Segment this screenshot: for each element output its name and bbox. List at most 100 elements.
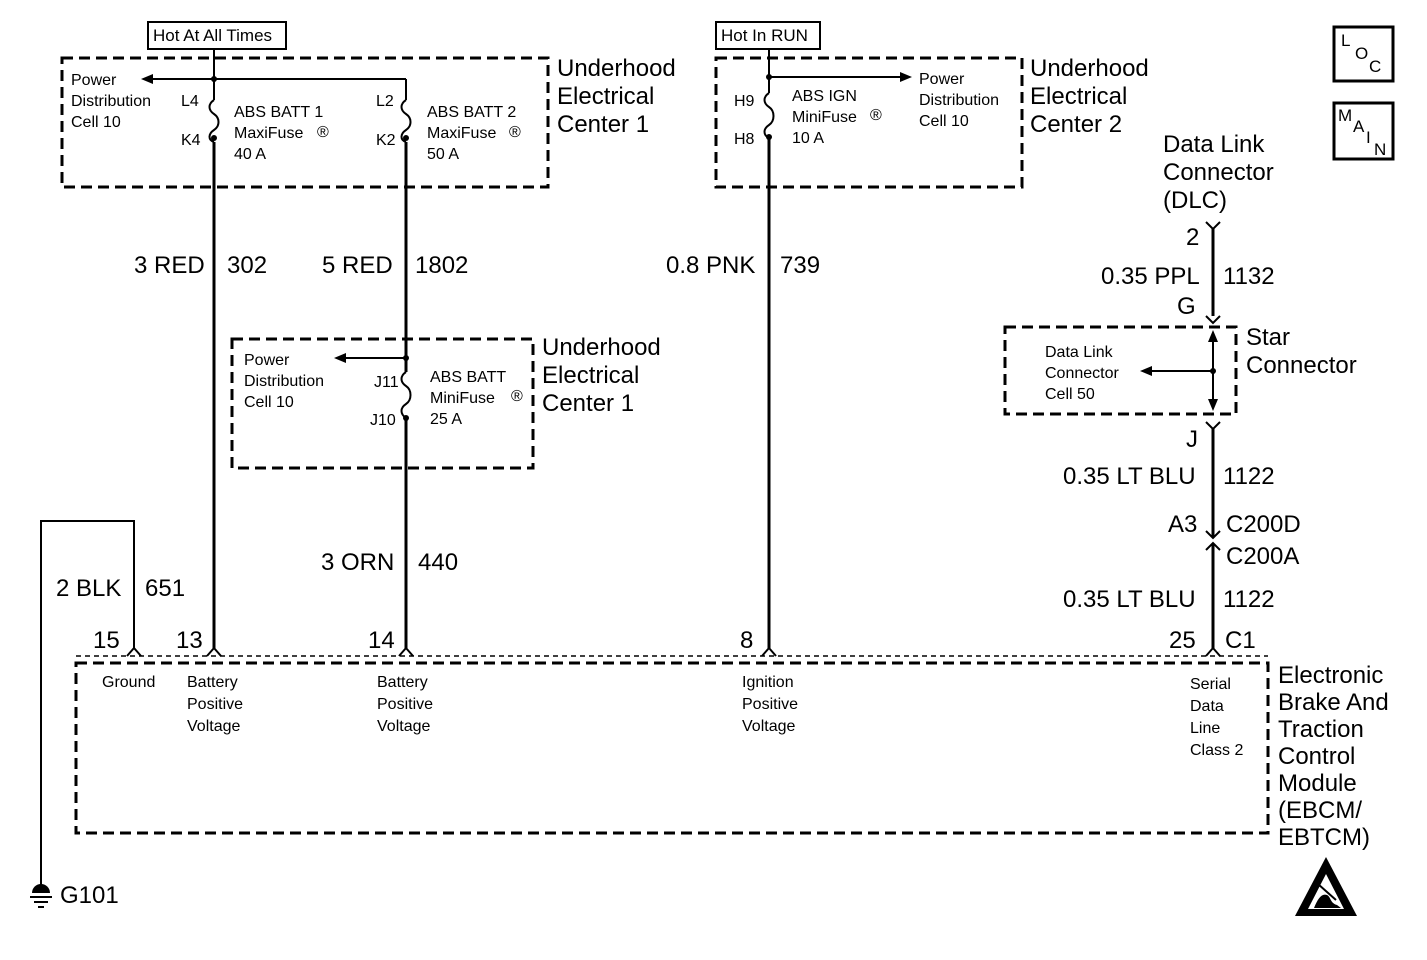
arrow-left-icon bbox=[334, 353, 346, 363]
module-pin-14: 14 Battery Positive Voltage bbox=[368, 627, 437, 735]
svg-text:®: ® bbox=[511, 388, 523, 405]
svg-text:5 RED: 5 RED bbox=[322, 252, 393, 279]
svg-text:0.8 PNK: 0.8 PNK bbox=[666, 252, 755, 279]
svg-text:Star Connector: Star Connector bbox=[1246, 324, 1357, 379]
svg-text:H8: H8 bbox=[734, 131, 755, 148]
svg-text:1132: 1132 bbox=[1223, 263, 1275, 290]
svg-text:C1: C1 bbox=[1225, 627, 1256, 654]
svg-text:Serial Data Li: Serial Data Line Class 2 bbox=[1190, 676, 1243, 759]
main-button[interactable]: M A I N bbox=[1332, 101, 1395, 161]
wire-1122-upper: 0.35 LT BLU 1122 bbox=[1063, 429, 1275, 538]
abs-batt-minifuse: J11 J10 ABS BATT MiniFuse 25 A ® bbox=[370, 369, 523, 429]
arrow-up-icon bbox=[1208, 330, 1218, 342]
svg-text:A: A bbox=[1353, 117, 1365, 136]
wire-651: 2 BLK 651 bbox=[40, 520, 185, 886]
svg-text:L2: L2 bbox=[376, 93, 394, 110]
arrow-right-icon bbox=[900, 72, 912, 82]
power-distribution-reference: Power Distribution Cell 10 bbox=[919, 71, 1003, 130]
svg-text:K4: K4 bbox=[181, 132, 201, 149]
ground-icon bbox=[30, 884, 52, 908]
svg-text:I: I bbox=[1366, 128, 1371, 147]
svg-text:440: 440 bbox=[418, 549, 458, 576]
svg-text:739: 739 bbox=[780, 252, 820, 279]
svg-text:ABS BATT 2 MaxiFuse: ABS BATT 2 MaxiFuse 50 A bbox=[427, 104, 521, 163]
module-pin-25: 25 Serial Data Line Class 2 bbox=[1169, 627, 1243, 759]
svg-text:ABS BATT MiniFuse: ABS BATT MiniFuse 25 A bbox=[430, 369, 510, 428]
svg-text:Data Link Connector: Data Link Connector (DLC) bbox=[1163, 131, 1280, 214]
svg-text:H9: H9 bbox=[734, 93, 755, 110]
power-distribution-reference: Power Distribution Cell 10 bbox=[71, 72, 155, 131]
wire-302: 3 RED 302 bbox=[134, 142, 267, 648]
svg-text:Hot At All Times: Hot At All Times bbox=[153, 26, 272, 45]
wire-739: 0.8 PNK 739 bbox=[666, 138, 820, 648]
star-connector: Star Connector Data Link Connector Cell … bbox=[1003, 315, 1357, 453]
svg-text:1802: 1802 bbox=[415, 252, 468, 279]
wire-1122-lower: 0.35 LT BLU 1122 bbox=[1063, 543, 1275, 648]
svg-text:2: 2 bbox=[1186, 224, 1199, 251]
underhood-electrical-center-1-top: Underhood Electrical Center 1 Power Dist… bbox=[60, 55, 682, 189]
svg-text:13: 13 bbox=[176, 627, 203, 654]
svg-text:8: 8 bbox=[740, 627, 753, 654]
svg-text:ABS IGN MiniFuse: ABS IGN MiniFuse 10 A bbox=[792, 88, 861, 147]
svg-text:0.35 LT BLU: 0.35 LT BLU bbox=[1063, 463, 1196, 490]
arrow-left-icon bbox=[141, 74, 153, 84]
fuse-icon bbox=[400, 371, 412, 419]
svg-text:J11: J11 bbox=[374, 374, 399, 391]
svg-text:14: 14 bbox=[368, 627, 395, 654]
svg-text:J: J bbox=[1186, 426, 1198, 453]
svg-text:Underhood Electrical: Underhood Electrical Center 1 bbox=[557, 55, 682, 138]
svg-text:®: ® bbox=[870, 107, 882, 124]
data-link-connector: Data Link Connector (DLC) 2 bbox=[1163, 131, 1280, 251]
hot-in-run-label: Hot In RUN bbox=[715, 21, 821, 76]
loc-button[interactable]: L O C bbox=[1332, 25, 1395, 83]
svg-text:C200A: C200A bbox=[1226, 543, 1299, 570]
svg-text:0.35 LT BLU: 0.35 LT BLU bbox=[1063, 586, 1196, 613]
module-title: Electronic Brake And Traction Control Mo… bbox=[1278, 662, 1395, 851]
svg-text:Hot In RUN: Hot In RUN bbox=[721, 26, 808, 45]
svg-text:2 BLK: 2 BLK bbox=[56, 575, 121, 602]
svg-text:L: L bbox=[1341, 31, 1350, 50]
svg-text:A3: A3 bbox=[1168, 511, 1197, 538]
svg-text:302: 302 bbox=[227, 252, 267, 279]
svg-text:ABS BATT 1 MaxiFuse: ABS BATT 1 MaxiFuse 40 A bbox=[234, 104, 328, 163]
fuse-icon bbox=[400, 99, 412, 143]
svg-text:Ground: Ground bbox=[102, 674, 155, 691]
svg-text:Battery Positive: Battery Positive Voltage bbox=[377, 674, 437, 735]
data-link-connector-reference: Data Link Connector Cell 50 bbox=[1045, 344, 1123, 403]
abs-batt-1-maxifuse: L4 K4 ABS BATT 1 MaxiFuse 40 A ® bbox=[181, 93, 329, 163]
module-pin-13: 13 Battery Positive Voltage bbox=[176, 627, 247, 735]
ground-g101: G101 bbox=[30, 882, 119, 909]
esd-warning-icon bbox=[1295, 857, 1357, 916]
svg-text:M: M bbox=[1338, 106, 1352, 125]
underhood-electrical-center-1-middle: Underhood Electrical Center 1 Power Dist… bbox=[230, 334, 667, 470]
svg-text:G101: G101 bbox=[60, 882, 119, 909]
svg-text:651: 651 bbox=[145, 575, 185, 602]
svg-text:Ignition Positive: Ignition Positive Voltage bbox=[742, 674, 802, 735]
svg-text:O: O bbox=[1355, 44, 1368, 63]
module-pin-8: 8 Ignition Positive Voltage bbox=[740, 627, 802, 735]
hot-at-all-times-label: Hot At All Times bbox=[147, 21, 287, 75]
power-distribution-reference: Power Distribution Cell 10 bbox=[244, 352, 328, 411]
svg-text:Battery Positive: Battery Positive Voltage bbox=[187, 674, 247, 735]
svg-text:3 ORN: 3 ORN bbox=[321, 549, 394, 576]
ebcm-module: Electronic Brake And Traction Control Mo… bbox=[74, 627, 1395, 851]
svg-text:®: ® bbox=[317, 124, 329, 141]
wire-440: 3 ORN 440 bbox=[321, 418, 458, 648]
svg-text:1122: 1122 bbox=[1223, 586, 1275, 613]
svg-text:C200D: C200D bbox=[1226, 511, 1301, 538]
module-pin-15: 15 Ground bbox=[93, 627, 155, 691]
svg-text:J10: J10 bbox=[370, 412, 396, 429]
inline-connector-c200: A3 C200D C200A bbox=[1168, 511, 1301, 570]
abs-batt-2-maxifuse: L2 K2 ABS BATT 2 MaxiFuse 50 A ® bbox=[376, 93, 521, 163]
svg-text:N: N bbox=[1374, 140, 1386, 159]
svg-text:Underhood Electrical: Underhood Electrical Center 1 bbox=[542, 334, 667, 417]
wire-1802: 5 RED 1802 bbox=[322, 142, 468, 372]
svg-text:®: ® bbox=[509, 124, 521, 141]
svg-text:G: G bbox=[1177, 293, 1196, 320]
svg-text:1122: 1122 bbox=[1223, 463, 1275, 490]
fuse-icon bbox=[208, 99, 220, 143]
abs-ign-minifuse: H9 H8 ABS IGN MiniFuse 10 A ® bbox=[734, 88, 882, 148]
fuse-icon bbox=[763, 92, 775, 139]
arrow-down-icon bbox=[1208, 399, 1218, 411]
